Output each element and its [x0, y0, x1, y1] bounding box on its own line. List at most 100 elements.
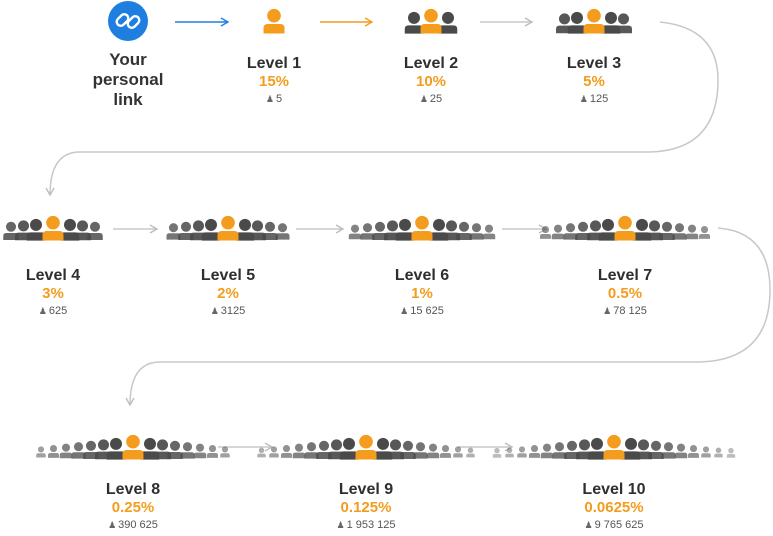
person-icon [193, 443, 207, 459]
crowd-level-9 [257, 434, 475, 460]
crowd-level-5 [166, 215, 290, 241]
level-count: ♟390 625 [108, 519, 158, 531]
level-count: ♟15 625 [400, 305, 444, 317]
level-count: ♟625 [38, 305, 68, 317]
link-label-line1: Your [109, 50, 147, 69]
person-icon [517, 446, 527, 458]
level-count: ♟78 125 [603, 305, 647, 317]
level-percent: 0.0625% [584, 499, 644, 516]
person-icon [482, 224, 496, 240]
person-icon [166, 223, 181, 240]
person-icon [583, 8, 605, 34]
level-1-node: Level 1 15% ♟5 [247, 55, 301, 106]
person-icon [404, 11, 424, 34]
person-icon [372, 221, 388, 240]
level-3-node: Level 3 5% ♟125 [567, 55, 621, 106]
level-label: Level 10 [582, 481, 646, 498]
level-percent: 2% [217, 285, 239, 302]
person-icon [603, 434, 625, 460]
personal-link-label: Your personal link [93, 50, 164, 110]
person-icon [564, 440, 580, 459]
person-icon [275, 223, 290, 240]
person-icon [180, 442, 195, 459]
person-icon [621, 437, 641, 460]
user-count-icon: ♟ [584, 520, 593, 530]
person-icon [87, 221, 103, 240]
person-icon [339, 437, 359, 460]
person-icon [42, 215, 64, 241]
person-icon [207, 444, 218, 458]
person-icon [426, 443, 440, 459]
connector-row1-to-row2 [45, 21, 719, 197]
level-label: Level 4 [25, 267, 81, 284]
person-icon [529, 444, 540, 458]
person-icon [60, 218, 80, 241]
person-icon [505, 447, 514, 458]
link-label-line2: personal [92, 70, 164, 89]
level-label: Level 6 [394, 267, 450, 284]
person-icon [263, 8, 285, 34]
person-icon [587, 437, 607, 460]
person-icon [48, 444, 59, 458]
level-label: Level 1 [246, 55, 302, 72]
crowd-level-8 [36, 434, 230, 460]
user-count-icon: ♟ [400, 306, 409, 316]
person-icon [563, 223, 578, 240]
level-label: Level 5 [200, 267, 256, 284]
user-count-icon: ♟ [419, 94, 428, 104]
level-9-node: Level 9 0.125% ♟1 953 125 [336, 481, 395, 532]
link-label-line3: link [113, 90, 143, 109]
level-percent: 0.25% [111, 499, 155, 516]
level-percent: 0.125% [340, 499, 392, 516]
person-icon [235, 218, 255, 241]
level-2-node: Level 2 10% ♟25 [404, 55, 458, 106]
person-icon [438, 11, 458, 34]
level-label: Level 8 [105, 481, 161, 498]
person-icon [373, 437, 393, 460]
level-label: Level 9 [338, 481, 394, 498]
crowd-level-7 [540, 215, 710, 241]
level-count: ♟3125 [210, 305, 246, 317]
person-icon [71, 442, 86, 459]
person-icon [440, 444, 451, 458]
person-icon [217, 215, 239, 241]
level-7-node: Level 7 0.5% ♟78 125 [598, 267, 652, 318]
person-icon [59, 443, 73, 459]
person-icon [106, 437, 126, 460]
user-count-icon: ♟ [336, 520, 345, 530]
person-icon [699, 225, 710, 239]
level-percent: 15% [258, 73, 290, 90]
level-percent: 1% [411, 285, 433, 302]
person-icon [292, 443, 306, 459]
person-icon [348, 224, 362, 240]
crowd-level-4 [3, 215, 103, 241]
personal-link[interactable] [108, 1, 148, 41]
person-icon [411, 215, 433, 241]
person-icon [355, 434, 377, 460]
person-icon [178, 221, 194, 240]
person-icon [567, 11, 587, 34]
person-icon [661, 442, 676, 459]
person-icon [3, 221, 19, 240]
crowd-level-10 [492, 434, 736, 460]
crowd-level-6 [348, 215, 496, 241]
crowd-level-3 [556, 8, 632, 34]
person-icon [269, 446, 279, 458]
person-icon [453, 446, 463, 458]
person-icon [257, 447, 266, 458]
person-icon [26, 218, 46, 241]
crowd-level-1 [263, 8, 285, 34]
person-icon [420, 8, 442, 34]
person-icon [601, 11, 621, 34]
level-label: Level 2 [403, 55, 459, 72]
person-icon [551, 224, 565, 240]
level-percent: 0.5% [607, 285, 643, 302]
level-count: ♟125 [579, 93, 609, 105]
person-icon [598, 218, 618, 241]
person-icon [672, 223, 687, 240]
level-10-node: Level 10 0.0625% ♟9 765 625 [582, 481, 645, 532]
level-4-node: Level 4 3% ♟625 [26, 267, 80, 318]
person-icon [540, 225, 551, 239]
person-icon [304, 442, 319, 459]
